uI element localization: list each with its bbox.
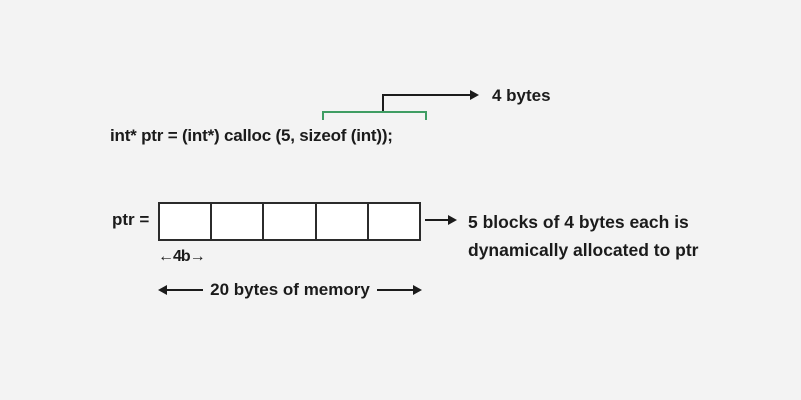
memory-blocks [158, 202, 421, 241]
arrowhead-right-icon [448, 215, 457, 225]
allocation-note-line1: 5 blocks of 4 bytes each is [468, 212, 689, 232]
arrow-shaft [167, 289, 204, 291]
allocation-note: 5 blocks of 4 bytes each is dynamically … [468, 208, 698, 264]
code-line: int* ptr = (int*) calloc (5, sizeof (int… [110, 126, 393, 145]
allocation-note-line2: dynamically allocated to ptr [468, 240, 699, 260]
block-size-label: ←4b→ [158, 248, 206, 265]
bracket-to-label-arrow [382, 94, 470, 111]
memory-block [212, 204, 265, 239]
blocks-to-note-arrow [425, 219, 448, 221]
memory-block [264, 204, 317, 239]
arrowhead-right-icon [470, 90, 479, 100]
memory-block [160, 204, 213, 239]
ptr-label: ptr = [112, 210, 150, 229]
four-bytes-label: 4 bytes [492, 86, 551, 105]
memory-block [316, 204, 369, 239]
arrow-shaft [376, 289, 413, 291]
total-memory-label: 20 bytes of memory [210, 280, 370, 299]
arrowhead-left-icon [158, 285, 167, 295]
memory-block [368, 204, 420, 239]
total-memory-span: 20 bytes of memory [158, 280, 422, 300]
arrowhead-right-icon [413, 285, 422, 295]
sizeof-bracket [322, 111, 427, 120]
